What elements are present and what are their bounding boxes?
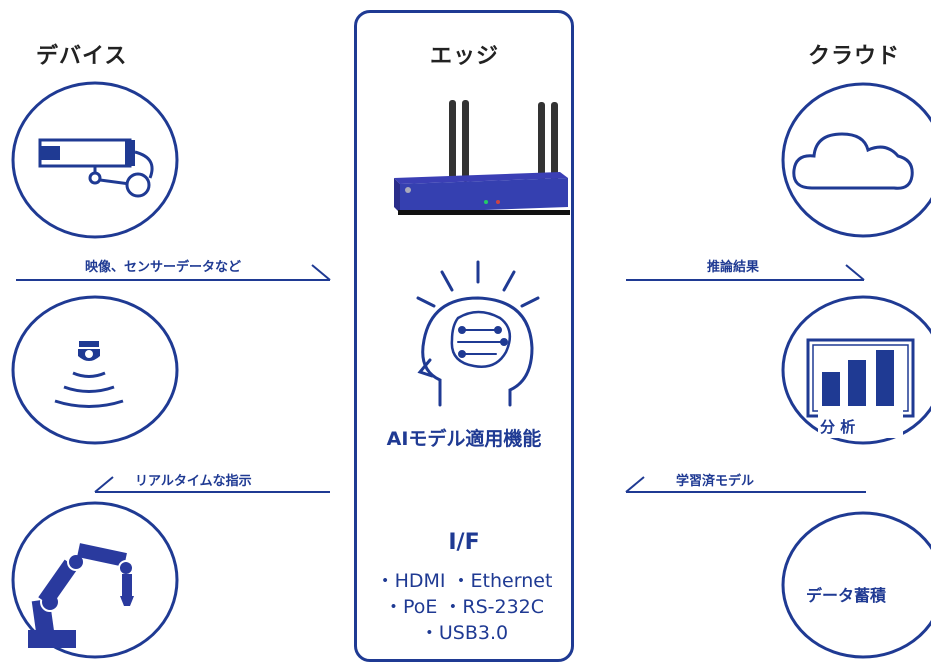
edge-to-device-arrow [94,476,330,493]
security-camera-icon [11,81,179,239]
interface-line-2: ・PoE ・RS-232C [383,596,545,618]
data-storage-circle [781,511,931,659]
cloud-to-edge-arrow [625,476,866,493]
ai-brain-icon [416,260,540,407]
interface-line-3: ・USB3.0 [419,622,509,644]
bar-chart-icon [781,295,931,445]
cloud-column-heading: クラウド [808,44,901,69]
interface-line-1: ・HDMI ・Ethernet [375,570,553,592]
edge-to-cloud-label: 推論結果 [707,260,760,275]
edge-to-device-label: リアルタイムな指示 [135,474,252,489]
cloud-to-edge-label: 学習済モデル [676,474,755,489]
edge-to-cloud-arrow [626,264,865,281]
device-to-edge-arrow [16,264,331,281]
device-column-heading: デバイス [36,44,128,69]
analysis-label: 分 析 [820,418,856,436]
cloud-icon [781,82,931,238]
edge-device-icon [394,100,570,215]
data-storage-label: データ蓄積 [806,586,887,605]
device-to-edge-label: 映像、センサーデータなど [85,260,242,275]
edge-column-heading: エッジ [430,44,500,69]
interface-title: I/F [448,530,480,555]
edge-panel [354,10,574,662]
ai-model-label: AIモデル適用機能 [386,428,542,450]
robot-arm-icon [11,501,179,659]
sensor-icon [11,295,179,445]
